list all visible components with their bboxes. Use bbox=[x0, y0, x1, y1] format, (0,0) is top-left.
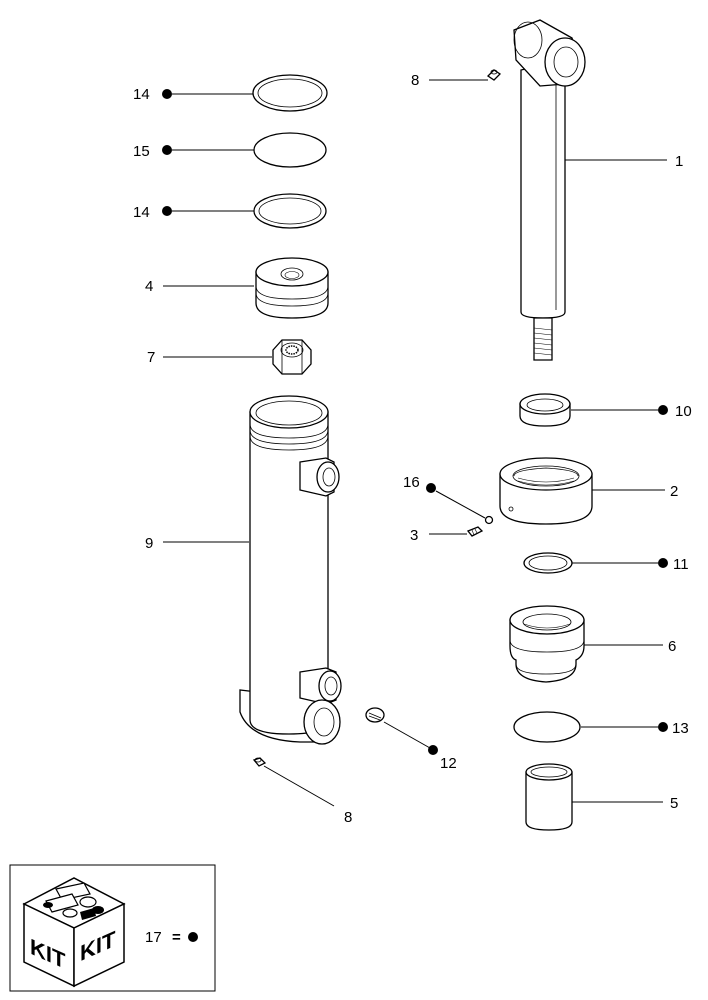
part-14-o-ring-bottom bbox=[253, 193, 327, 229]
part-13-o-ring bbox=[513, 711, 581, 743]
part-6-gland bbox=[509, 605, 585, 683]
part-5-bushing bbox=[525, 763, 573, 831]
callout-label: 4 bbox=[145, 278, 153, 295]
callout-label: 12 bbox=[440, 755, 457, 772]
callout-2: 2 bbox=[592, 483, 678, 500]
kit-contents-icon bbox=[43, 882, 104, 920]
callout-1: 1 bbox=[565, 153, 683, 170]
callout-10: 10 bbox=[571, 403, 692, 420]
callout-label: 9 bbox=[145, 535, 153, 552]
part-1-piston-rod bbox=[513, 19, 586, 361]
part-8-grease-fitting-lower bbox=[252, 757, 267, 767]
callout-3: 3 bbox=[410, 527, 467, 544]
callout-label: 1 bbox=[675, 153, 683, 170]
callout-label: 8 bbox=[344, 809, 352, 826]
callout-15: 15 bbox=[133, 143, 254, 160]
callout-6: 6 bbox=[584, 638, 676, 655]
callout-9: 9 bbox=[145, 535, 249, 552]
callout-label: 6 bbox=[668, 638, 676, 655]
callout-14-top: 14 bbox=[133, 86, 253, 103]
part-16-ball bbox=[484, 515, 494, 525]
kit-legend: KIT KIT 17 = bbox=[9, 864, 216, 992]
callout-label: 5 bbox=[670, 795, 678, 812]
callout-label: 14 bbox=[133, 204, 150, 221]
callout-label: 10 bbox=[675, 403, 692, 420]
part-10-wiper-ring bbox=[519, 393, 571, 427]
callout-8-lower: 8 bbox=[263, 765, 352, 826]
part-4-piston bbox=[255, 257, 329, 319]
callout-label: 13 bbox=[672, 720, 689, 737]
callout-12: 12 bbox=[383, 721, 457, 772]
callout-16: 16 bbox=[403, 474, 486, 519]
callout-label: 2 bbox=[670, 483, 678, 500]
barrel-threads bbox=[249, 423, 329, 451]
callout-7: 7 bbox=[147, 349, 272, 366]
kit-box-icon: KIT KIT bbox=[22, 877, 126, 988]
callout-14-bottom: 14 bbox=[133, 204, 254, 221]
part-2-gland-nut bbox=[499, 457, 593, 525]
part-7-nut bbox=[272, 339, 312, 375]
callout-label: 3 bbox=[410, 527, 418, 544]
callout-label: 14 bbox=[133, 86, 150, 103]
kit-legend-bullet bbox=[188, 932, 198, 942]
rod-stud-threads bbox=[533, 327, 553, 356]
part-3-set-screw bbox=[466, 526, 484, 537]
part-11-o-ring bbox=[523, 552, 573, 574]
kit-legend-number: 17 bbox=[145, 929, 162, 946]
callout-label: 11 bbox=[673, 556, 689, 573]
callout-label: 15 bbox=[133, 143, 150, 160]
gland-inner-threads bbox=[517, 477, 575, 486]
callout-13: 13 bbox=[581, 720, 689, 737]
part-15-o-ring bbox=[253, 132, 327, 168]
part-9-cylinder-barrel bbox=[239, 395, 342, 745]
kit-legend-equals: = bbox=[172, 929, 181, 946]
callout-11: 11 bbox=[572, 556, 689, 573]
callout-label: 7 bbox=[147, 349, 155, 366]
callout-5: 5 bbox=[572, 795, 678, 812]
part-8-grease-fitting-top bbox=[486, 69, 502, 81]
part-14-o-ring-top bbox=[252, 74, 328, 112]
callout-8-top: 8 bbox=[411, 72, 488, 89]
callout-label: 16 bbox=[403, 474, 420, 491]
part-12-plug bbox=[365, 707, 385, 723]
callout-label: 8 bbox=[411, 72, 419, 89]
callout-4: 4 bbox=[145, 278, 254, 295]
